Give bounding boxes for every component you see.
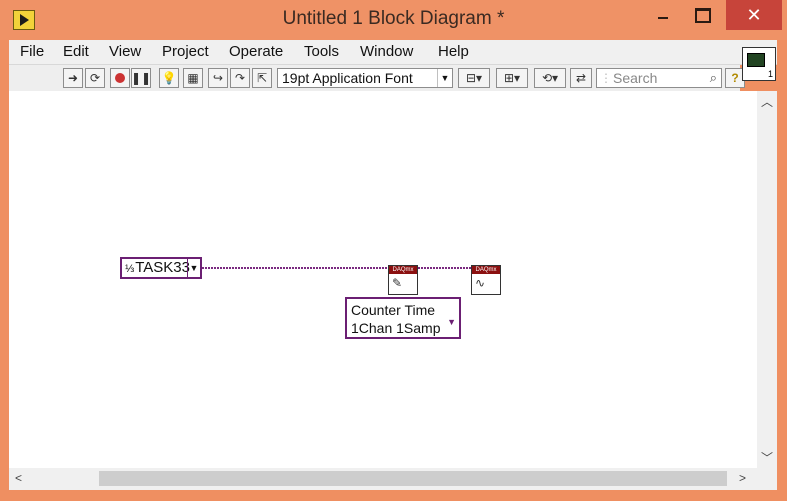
scroll-down-icon[interactable]: ﹀ [760, 451, 773, 465]
distribute-objects-button[interactable]: ⊞▾ [496, 68, 528, 88]
scroll-thumb[interactable] [99, 471, 727, 486]
maximize-button[interactable] [680, 0, 726, 30]
eraser-waveform-icon: ∿ [475, 276, 486, 290]
pause-button[interactable]: ❚❚ [131, 68, 151, 88]
scroll-up-icon[interactable]: ︿ [760, 95, 773, 109]
toolbar: ➜ ⟳ ❚❚ 💡 ▦ ↪ ↷ ⇱ 19pt Application Font ▼… [9, 65, 745, 92]
clean-up-diagram-button[interactable]: ⇄ [570, 68, 592, 88]
daqmx-header: DAQmx [389, 266, 417, 274]
step-out-button[interactable]: ⇱ [252, 68, 272, 88]
font-select[interactable]: 19pt Application Font ▼ [277, 68, 453, 88]
pause-icon: ❚❚ [130, 71, 152, 85]
search-separator-icon: ⋮ [600, 71, 612, 85]
daqmx-read-vi[interactable]: DAQmx ∿ [471, 265, 501, 295]
menu-edit[interactable]: Edit [63, 43, 89, 60]
run-continuously-icon: ⟳ [89, 71, 101, 85]
step-over-icon: ↷ [234, 71, 246, 85]
scroll-corner [757, 468, 777, 490]
vi-connector-icon[interactable]: 1 [742, 47, 776, 81]
minimize-button[interactable] [640, 0, 686, 30]
help-icon: ? [731, 71, 739, 85]
search-icon: ⌕ [709, 70, 717, 85]
step-into-icon: ↪ [212, 71, 224, 85]
close-button[interactable]: ✕ [726, 0, 782, 30]
io-channel-icon: ⅓ [125, 263, 135, 275]
menu-project[interactable]: Project [162, 43, 209, 60]
reorder-icon: ⟲▾ [541, 71, 559, 85]
vertical-scrollbar[interactable]: ︿ ﹀ [757, 91, 777, 468]
lightbulb-icon: 💡 [161, 71, 177, 85]
scroll-left-icon[interactable]: < [15, 471, 23, 485]
menu-window[interactable]: Window [360, 43, 414, 60]
menu-bar: File Edit View Project Operate Tools Win… [9, 40, 777, 65]
align-objects-icon: ⊟▾ [465, 71, 483, 85]
horizontal-scrollbar[interactable]: < > [9, 468, 757, 490]
wire-layer [202, 267, 471, 269]
task-name-label: TASK33 [135, 259, 190, 276]
run-arrow-button[interactable]: ➜ [63, 68, 83, 88]
run-continuously-button[interactable]: ⟳ [85, 68, 105, 88]
window-title: Untitled 1 Block Diagram * [282, 8, 505, 29]
clean-up-icon: ⇄ [575, 71, 587, 85]
highlight-execution-button[interactable]: 💡 [159, 68, 179, 88]
chevron-down-icon: ▼ [447, 317, 456, 327]
monitor-icon [747, 53, 765, 67]
distribute-objects-icon: ⊞▾ [503, 71, 521, 85]
chevron-down-icon[interactable]: ▼ [187, 259, 200, 277]
selector-line-1: Counter Time [351, 302, 436, 318]
abort-button[interactable] [110, 68, 130, 88]
menu-help[interactable]: Help [438, 43, 469, 60]
step-out-icon: ⇱ [256, 71, 268, 85]
step-over-button[interactable]: ↷ [230, 68, 250, 88]
retain-wire-values-button[interactable]: ▦ [183, 68, 203, 88]
daqmx-create-channel-vi[interactable]: DAQmx ✎ [388, 265, 418, 295]
step-into-button[interactable]: ↪ [208, 68, 228, 88]
menu-tools[interactable]: Tools [304, 43, 340, 60]
menu-operate[interactable]: Operate [229, 43, 284, 60]
menu-view[interactable]: View [109, 43, 142, 60]
chevron-down-icon: ▼ [437, 69, 452, 87]
block-diagram-canvas[interactable] [9, 91, 757, 468]
scroll-right-icon[interactable]: > [739, 471, 747, 485]
abort-icon [115, 73, 125, 83]
labview-app-icon[interactable] [13, 10, 35, 30]
title-bar: Untitled 1 Block Diagram * ✕ [0, 0, 787, 40]
pencil-waveform-icon: ✎ [392, 276, 403, 290]
vi-icon-label: 1 [767, 69, 773, 79]
font-select-value: 19pt Application Font [282, 70, 413, 86]
align-objects-button[interactable]: ⊟▾ [458, 68, 490, 88]
run-arrow-icon: ➜ [67, 71, 79, 85]
reorder-button[interactable]: ⟲▾ [534, 68, 566, 88]
menu-file[interactable]: File [20, 43, 45, 60]
task-name-constant[interactable]: ⅓TASK33 ▼ [120, 257, 202, 279]
daqmx-header: DAQmx [472, 266, 500, 274]
maximize-icon [695, 7, 711, 23]
search-input[interactable]: ⋮ Search ⌕ [596, 68, 722, 88]
context-help-button[interactable]: ? [725, 68, 745, 88]
minimize-icon [658, 17, 668, 19]
selector-line-2: 1Chan 1Samp [351, 320, 441, 336]
polymorphic-selector[interactable]: Counter Time 1Chan 1Samp ▼ [345, 297, 461, 339]
search-placeholder: Search [613, 70, 658, 86]
retain-values-icon: ▦ [187, 71, 199, 85]
